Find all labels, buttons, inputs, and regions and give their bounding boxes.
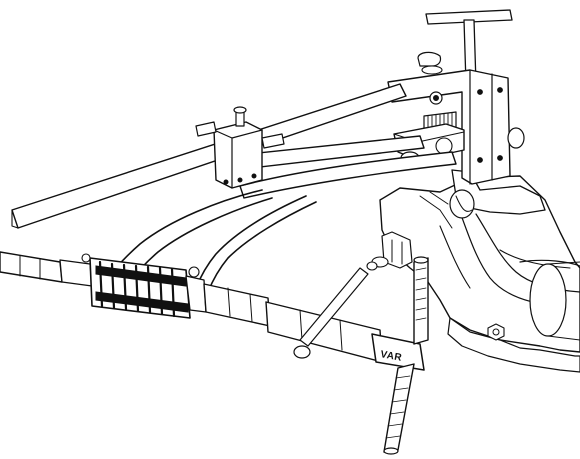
bench-vise <box>366 169 580 373</box>
frame-upright <box>387 9 525 185</box>
long-arms <box>11 83 457 293</box>
handle-marking: VAR <box>379 349 403 364</box>
sliding-clamp <box>195 106 285 189</box>
tube-assembly: VAR <box>0 251 429 455</box>
